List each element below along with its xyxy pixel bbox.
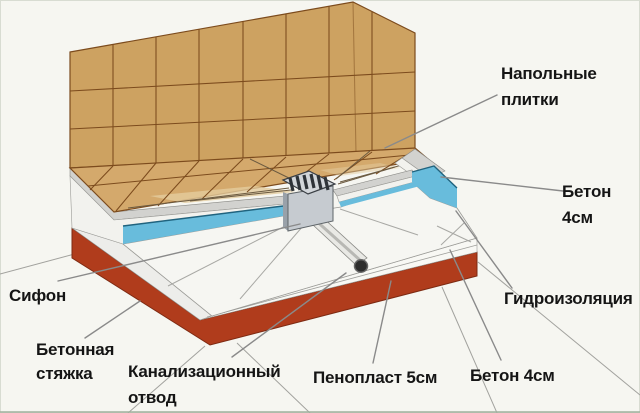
leader-lines [57,94,564,364]
surrounding-floor-lines [0,251,640,413]
waterproofing-wedge [411,165,458,208]
wall-tile-grid [69,1,416,166]
label-floor-tiles-line2: плитки [501,90,559,109]
drain-grate [281,170,337,195]
label-siphon: Сифон [9,286,67,305]
label-concrete-top-line1: Бетон [562,182,612,201]
label-concrete-top-line2: 4см [562,208,593,227]
leader-line-waterproofing [455,210,513,289]
leader-line-sewer-outlet [231,272,347,358]
floor-slope-lines [127,150,425,209]
drain-box [281,170,337,232]
floor-tile-grid [87,149,421,212]
leader-line-siphon [57,223,301,282]
label-waterproofing: Гидроизоляция [504,289,633,308]
right-cutaway-terraces [332,148,458,208]
label-screed-line1: Бетонная [36,340,115,359]
leader-line-concrete-top [440,176,564,192]
floor-tiles [68,147,430,213]
sewer-outlet [353,259,369,273]
label-screed-line2: стяжка [36,364,93,383]
leader-line-concrete-bottom [449,249,502,361]
label-floor-tiles-line1: Напольные [501,64,597,83]
leader-line-floor-tiles [384,94,498,149]
label-sewer-outlet-line1: Канализационный [128,362,281,381]
label-sewer-outlet: Канализационный отвод [128,359,281,411]
label-screed: Бетонная стяжка [36,338,114,386]
leader-line-screed [84,300,141,339]
leader-line-foam [372,280,392,364]
label-foam: Пенопласт 5см [313,368,438,387]
label-floor-tiles: Напольные плитки [501,61,597,113]
waterproofing-layer-left [122,205,284,244]
label-concrete-bottom: Бетон 4см [470,366,555,385]
waterproofing-layer-right [339,181,420,207]
wall-tiles [69,1,416,169]
label-concrete-top: Бетон 4см [562,179,611,231]
label-sewer-outlet-line2: отвод [128,388,177,407]
